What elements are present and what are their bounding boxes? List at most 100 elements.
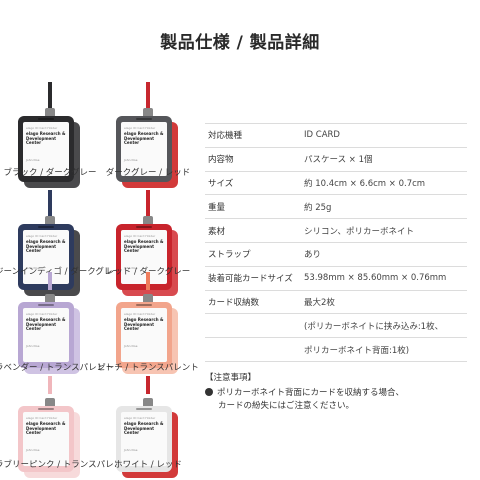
- lanyard-strap: [48, 190, 52, 220]
- card-name-text: John Doe: [124, 158, 138, 162]
- spec-value: (ポリカーボネイトに挟み込み:1枚、: [304, 313, 467, 339]
- bullet-icon: [205, 388, 213, 396]
- spec-row: カード収納数最大2枚: [205, 290, 467, 315]
- card-brand-text: elago ID Card Holder: [124, 416, 156, 420]
- lanyard-clip: [45, 294, 55, 304]
- product-color-label: ブラック / ダークグレー: [3, 168, 97, 178]
- spec-key: 装着可能カードサイズ: [205, 266, 304, 291]
- spec-row: ポリカーボネイト背面:1枚): [205, 337, 467, 362]
- spec-value: 53.98mm × 85.60mm × 0.76mm: [304, 266, 467, 291]
- page-title: 製品仕様 / 製品詳細: [160, 33, 320, 53]
- spec-row: (ポリカーボネイトに挟み込み:1枚、: [205, 313, 467, 339]
- card-brand-text: elago ID Card Holder: [26, 416, 58, 420]
- card-title-text: elago Research & Development Center: [124, 317, 164, 331]
- spec-key: 対応機種: [205, 123, 304, 148]
- spec-row: 素材シリコン、ポリカーボネイト: [205, 218, 467, 243]
- card-title-text: elago Research & Development Center: [26, 421, 66, 435]
- product-color-label: ジーンインディゴ / ダークグレー: [0, 267, 121, 277]
- spec-value: 約 25g: [304, 194, 467, 220]
- product-color-label: ホワイト / レッド: [114, 460, 182, 470]
- notes-section: 【注意事項】 ポリカーボネイト背面にカードを収納する場合、 カードの紛失にはご注…: [205, 371, 475, 413]
- case-slot: [136, 226, 152, 228]
- lanyard-strap: [146, 272, 150, 290]
- card-title-text: elago Research & Development Center: [26, 131, 66, 145]
- lanyard-strap: [146, 82, 150, 112]
- spec-key: [205, 337, 304, 362]
- card-name-text: John Doe: [26, 266, 40, 270]
- card-name-text: John Doe: [124, 448, 138, 452]
- spec-key: 素材: [205, 218, 304, 243]
- spec-row: サイズ約 10.4cm × 6.6cm × 0.7cm: [205, 171, 467, 196]
- case-slot: [38, 408, 54, 410]
- card-title-text: elago Research & Development Center: [26, 317, 66, 331]
- notes-line-1-text: ポリカーボネイト背面にカードを収納する場合、: [217, 388, 405, 398]
- product-color-label: ピーチ / トランスパレント: [97, 363, 199, 373]
- case-slot: [136, 118, 152, 120]
- spec-key: ストラップ: [205, 242, 304, 267]
- lanyard-strap: [48, 376, 52, 394]
- card-name-text: John Doe: [124, 344, 138, 348]
- case-slot: [38, 226, 54, 228]
- lanyard-clip: [143, 294, 153, 304]
- card-brand-text: elago ID Card Holder: [26, 126, 58, 130]
- card-name-text: John Doe: [26, 344, 40, 348]
- card-title-text: elago Research & Development Center: [124, 131, 164, 145]
- lanyard-strap: [48, 272, 52, 290]
- spec-key: 内容物: [205, 147, 304, 172]
- card-brand-text: elago ID Card Holder: [124, 312, 156, 316]
- lanyard-clip: [45, 398, 55, 408]
- notes-heading: 【注意事項】: [205, 373, 257, 383]
- spec-value: ポリカーボネイト背面:1枚): [304, 337, 467, 362]
- lanyard-clip: [143, 108, 153, 118]
- spec-value: 最大2枚: [304, 290, 467, 315]
- spec-value: ID CARD: [304, 123, 467, 148]
- product-color-label: ダークグレー / レッド: [105, 168, 191, 178]
- case-slot: [136, 304, 152, 306]
- spec-value: あり: [304, 242, 467, 267]
- lanyard-strap: [48, 82, 52, 112]
- case-slot: [38, 304, 54, 306]
- spec-value: シリコン、ポリカーボネイト: [304, 218, 467, 243]
- case-slot: [38, 118, 54, 120]
- card-name-text: John Doe: [26, 448, 40, 452]
- card-title-text: elago Research & Development Center: [124, 421, 164, 435]
- card-title-text: elago Research & Development Center: [26, 239, 66, 253]
- spec-value: パスケース × 1個: [304, 147, 467, 172]
- card-title-text: elago Research & Development Center: [124, 239, 164, 253]
- lanyard-clip: [45, 108, 55, 118]
- spec-key: サイズ: [205, 171, 304, 196]
- notes-line-2: カードの紛失にはご注意ください。: [218, 401, 355, 411]
- product-color-label: ラベンダー / トランスパレント: [0, 363, 114, 373]
- card-brand-text: elago ID Card Holder: [26, 234, 58, 238]
- card-brand-text: elago ID Card Holder: [26, 312, 58, 316]
- lanyard-strap: [146, 190, 150, 220]
- card-brand-text: elago ID Card Holder: [124, 126, 156, 130]
- spec-row: ストラップあり: [205, 242, 467, 267]
- spec-key: カード収納数: [205, 290, 304, 315]
- card-brand-text: elago ID Card Holder: [124, 234, 156, 238]
